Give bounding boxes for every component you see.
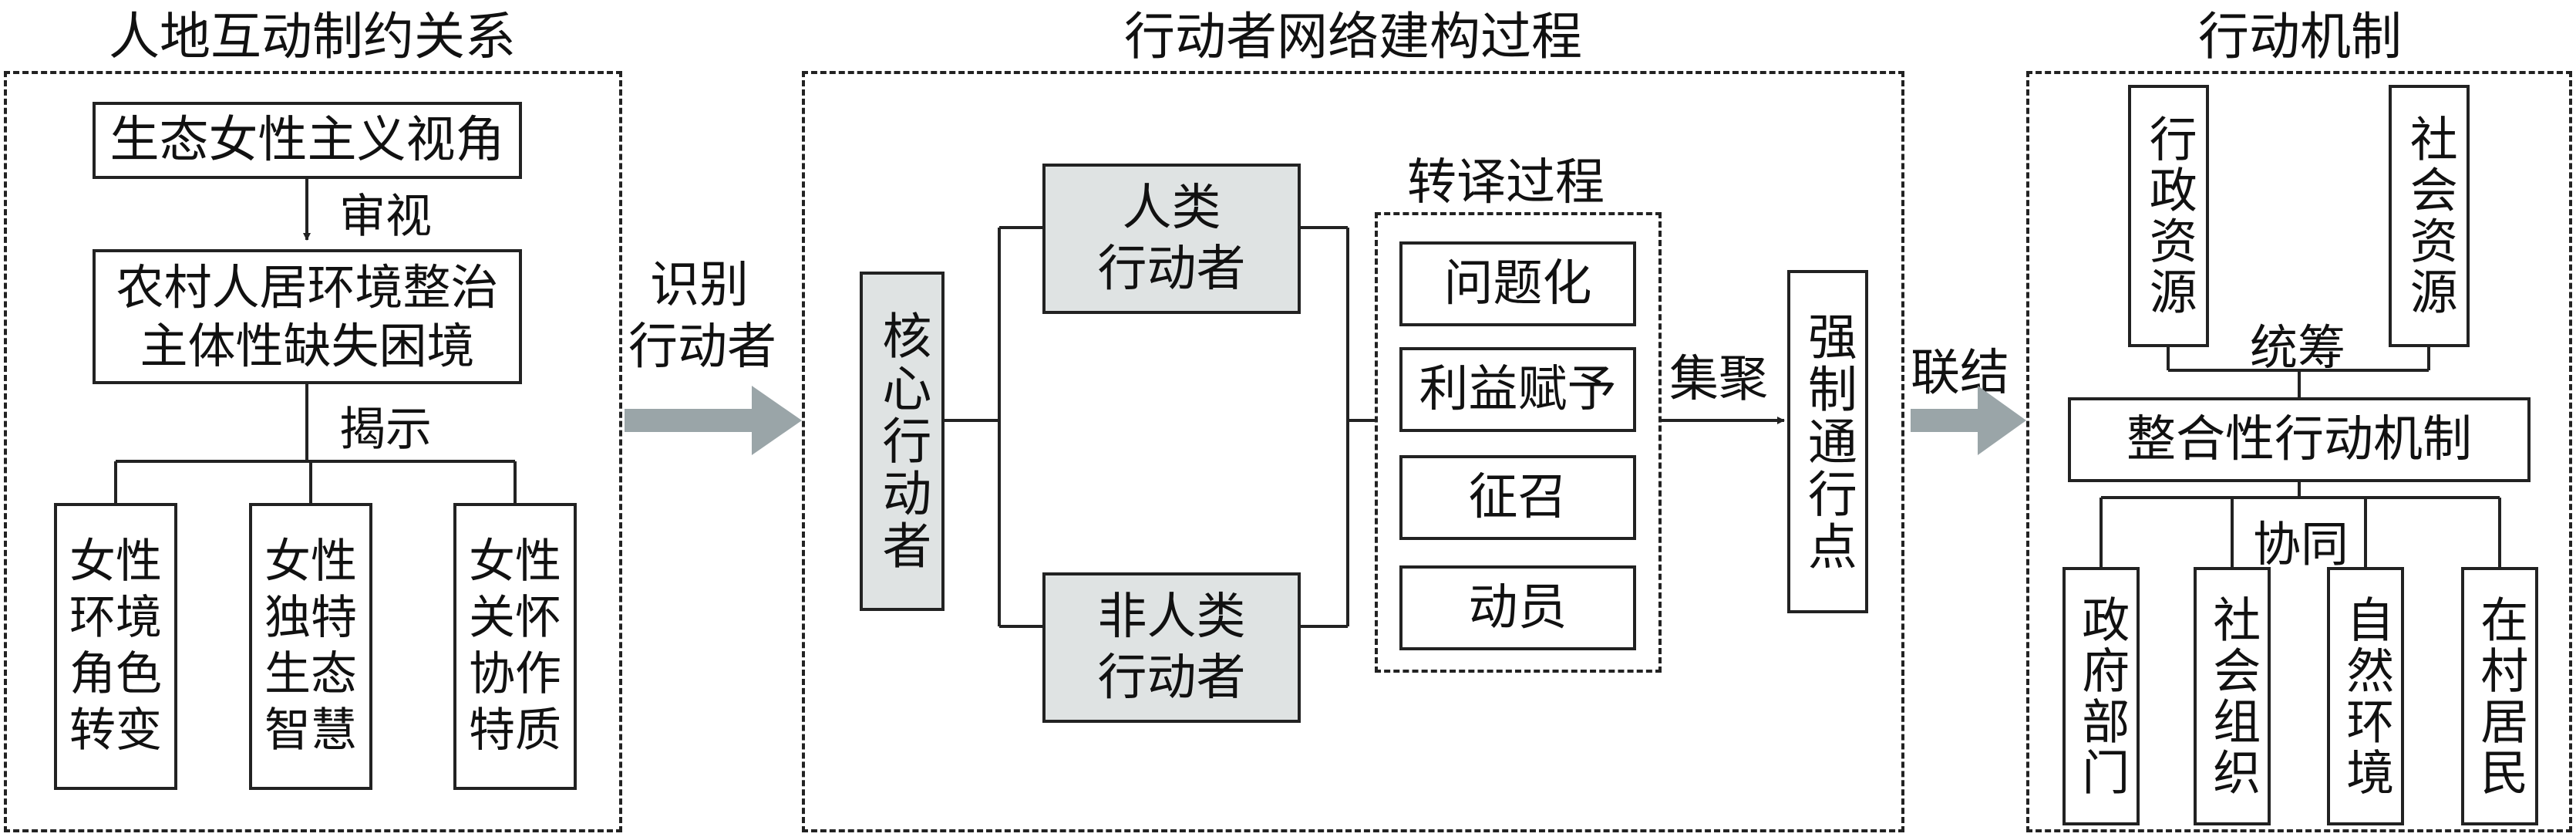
human-actor-box: 人类 行动者 xyxy=(1042,164,1301,314)
step-problematization: 问题化 xyxy=(1399,241,1636,326)
nonhuman-actor-line1: 非人类 xyxy=(1097,589,1246,646)
step-mobilization: 动员 xyxy=(1399,565,1636,650)
dilemma-line2: 主体性缺失困境 xyxy=(140,317,475,374)
nonhuman-actor-line2: 行动者 xyxy=(1097,649,1246,707)
link-label: 联结 xyxy=(1911,345,2009,402)
admin-resource-box: 行政资源 xyxy=(2128,85,2209,347)
left-section-title: 人地互动制约关系 xyxy=(109,7,516,66)
feature-text: 特质 xyxy=(469,704,561,758)
feature-box-care: 女性 关怀 协作 特质 xyxy=(453,503,577,790)
feature-text: 转变 xyxy=(69,704,162,758)
feature-text: 生态 xyxy=(264,647,357,701)
identify-label-line1: 识别 xyxy=(650,257,749,314)
feature-box-wisdom: 女性 独特 生态 智慧 xyxy=(249,503,372,790)
identify-big-arrow xyxy=(625,386,802,455)
feature-text: 环境 xyxy=(69,590,162,645)
feature-text: 独特 xyxy=(264,590,357,645)
middle-section-frame xyxy=(802,71,1904,832)
step-enrolment: 征召 xyxy=(1399,455,1636,540)
core-actor-box: 核心行动者 xyxy=(860,272,945,611)
eco-feminism-box: 生态女性主义视角 xyxy=(93,102,522,179)
link-big-arrow xyxy=(1911,386,2026,455)
translation-frame xyxy=(1375,212,1662,673)
middle-section-title: 行动者网络建构过程 xyxy=(1124,7,1582,66)
feature-text: 智慧 xyxy=(264,704,357,758)
right-section-frame xyxy=(2026,71,2572,832)
participant-villagers: 在村居民 xyxy=(2461,567,2538,825)
feature-text: 女性 xyxy=(264,534,357,589)
dilemma-box: 农村人居环境整治 主体性缺失困境 xyxy=(93,249,522,384)
participant-nature: 自然环境 xyxy=(2327,567,2404,825)
translation-title: 转译过程 xyxy=(1407,154,1605,211)
nonhuman-actor-box: 非人类 行动者 xyxy=(1042,572,1301,723)
human-actor-line1: 人类 xyxy=(1122,180,1221,238)
feature-box-role: 女性 环境 角色 转变 xyxy=(54,503,177,790)
feature-text: 关怀 xyxy=(469,590,561,645)
left-section-frame xyxy=(4,71,622,832)
feature-text: 女性 xyxy=(69,534,162,589)
step-interessement: 利益赋予 xyxy=(1399,347,1636,432)
identify-label-line2: 行动者 xyxy=(628,319,776,376)
human-actor-line2: 行动者 xyxy=(1097,240,1246,298)
feature-text: 角色 xyxy=(69,647,162,701)
feature-text: 协作 xyxy=(469,647,561,701)
opp-box: 强制通行点 xyxy=(1787,270,1868,613)
cooperate-label: 协同 xyxy=(2253,516,2349,572)
participant-social-org: 社会组织 xyxy=(2194,567,2271,825)
social-resource-box: 社会资源 xyxy=(2389,85,2470,347)
dilemma-line1: 农村人居环境整治 xyxy=(116,258,499,316)
mechanism-box: 整合性行动机制 xyxy=(2068,397,2531,482)
coordinate-label: 统筹 xyxy=(2250,319,2346,376)
right-section-title: 行动机制 xyxy=(2198,7,2402,66)
examine-label: 审视 xyxy=(339,190,432,244)
participant-government: 政府部门 xyxy=(2062,567,2140,825)
gather-label: 集聚 xyxy=(1669,351,1768,408)
reveal-label: 揭示 xyxy=(339,403,432,457)
feature-text: 女性 xyxy=(469,534,561,589)
